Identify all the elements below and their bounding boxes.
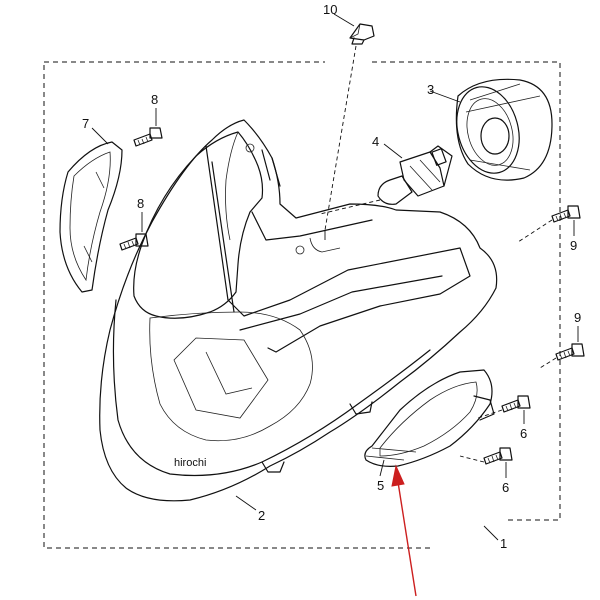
callout-4: 4 [372,134,379,149]
callout-1: 1 [500,536,507,551]
callout-9-lower: 9 [574,310,581,325]
callout-5: 5 [377,478,384,493]
callout-9-upper: 9 [570,238,577,253]
callout-3: 3 [427,82,434,97]
callout-10: 10 [323,2,337,17]
red-arrow-icon [391,464,417,597]
part-6-screw-upper [501,395,531,413]
part-8-screw-lower [119,233,149,251]
watermark: hirochi [174,457,206,469]
callout-8-lower: 8 [137,196,144,211]
leader-6b-axis [459,455,485,463]
leader-9b-axis [539,357,557,369]
part-10-clip [349,23,375,45]
callout-6-lower: 6 [502,480,509,495]
leader-4 [383,143,403,159]
leader-3 [429,90,461,103]
leader-9a-axis [517,219,553,243]
leader-5 [379,459,385,477]
part-5-side-marker [364,369,495,467]
callout-7: 7 [82,116,89,131]
part-4-bulb [377,145,453,205]
leader-6a-axis [477,409,503,419]
callout-6-upper: 6 [520,426,527,441]
part-9-screw-lower [555,343,585,361]
leader-10-down [324,45,357,231]
leader-1 [483,525,499,541]
callout-2: 2 [258,508,265,523]
part-6-screw-lower [483,447,513,465]
assembly-boundary [43,61,561,549]
leader-2 [235,495,257,511]
leader-7 [91,127,109,145]
callout-8-upper: 8 [151,92,158,107]
part-9-screw-upper [551,205,581,223]
part-8-screw-upper [133,127,163,147]
part-3-bulb-cover [455,78,553,181]
leader-4-axis [319,199,381,215]
part-7-side-lens [59,141,123,293]
leader-10 [333,13,355,27]
part-2-headlight-body [99,119,498,502]
